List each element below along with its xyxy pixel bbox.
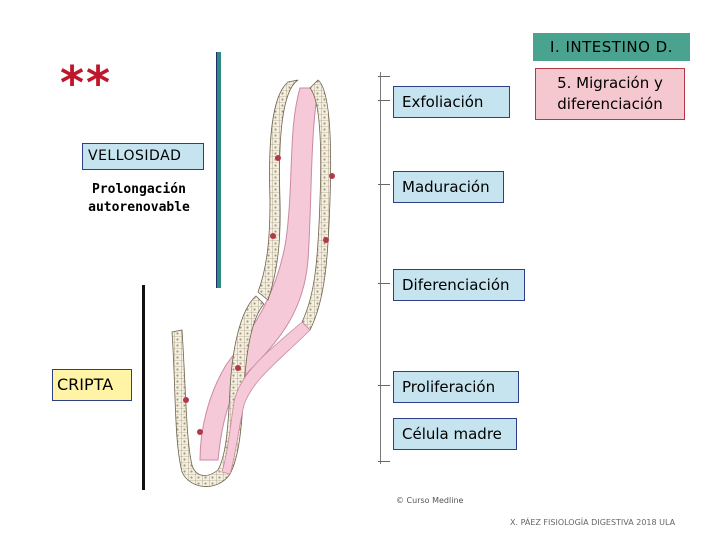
crypt-bar [142, 285, 145, 490]
tick [378, 76, 390, 77]
tick [378, 100, 390, 101]
step-line-1: 5. Migración y [557, 74, 663, 92]
label-diferenciacion: Diferenciación [393, 269, 525, 301]
crypt-wall [221, 321, 311, 475]
label-maduracion: Maduración [393, 171, 504, 203]
step-badge: 5. Migración y diferenciación [535, 68, 685, 120]
title-text: I. INTESTINO D. [550, 38, 673, 56]
axis-line [380, 72, 381, 464]
tick [378, 283, 390, 284]
label-diferenciacion-text: Diferenciación [402, 276, 510, 294]
label-proliferacion: Proliferación [393, 371, 519, 403]
step-line-2: diferenciación [557, 95, 663, 113]
label-proliferacion-text: Proliferación [402, 378, 496, 396]
vellosidad-text: VELLOSIDAD [88, 148, 182, 164]
prolongacion-text: Prolongación autorenovable [80, 181, 198, 217]
label-exfoliacion-text: Exfoliación [402, 93, 484, 111]
villus-crypt-illustration [171, 79, 335, 487]
cripta-text: CRIPTA [57, 375, 114, 394]
cripta-label: CRIPTA [52, 369, 132, 401]
tick [378, 461, 390, 462]
label-exfoliacion: Exfoliación [393, 86, 510, 118]
label-celula-madre-text: Célula madre [402, 425, 502, 443]
prolongacion-line-1: Prolongación [92, 182, 186, 197]
tick [378, 385, 390, 386]
copyright-text: © Curso Medline [396, 496, 464, 505]
prolongacion-line-2: autorenovable [88, 200, 190, 215]
footer-text: X. PÁEZ FISIOLOGÍA DIGESTIVA 2018 ULA [510, 518, 676, 527]
label-celula-madre: Célula madre [393, 418, 517, 450]
lamina-propria [199, 87, 319, 461]
stars-mark: ** [60, 56, 113, 110]
title-badge: I. INTESTINO D. [533, 33, 690, 61]
villus-epithelium-left [257, 79, 299, 301]
vellosidad-label: VELLOSIDAD [82, 143, 204, 170]
villus-bar [216, 52, 221, 288]
label-maduracion-text: Maduración [402, 178, 490, 196]
tick [378, 184, 390, 185]
